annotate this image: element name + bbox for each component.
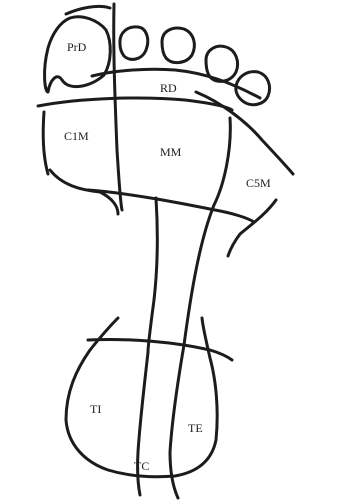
label-c1m: C1M bbox=[64, 129, 89, 143]
midfoot-line bbox=[88, 190, 254, 222]
label-tc: TC bbox=[134, 459, 149, 473]
toe-2-outline bbox=[120, 27, 148, 59]
toe-3-outline bbox=[162, 28, 194, 63]
label-te: TE bbox=[188, 421, 203, 435]
label-prd: PrD bbox=[67, 40, 87, 54]
calcaneus-divider-medial bbox=[138, 352, 148, 495]
inner-column-line bbox=[148, 198, 157, 352]
forefoot-transverse-line bbox=[38, 98, 232, 110]
medial-edge-line bbox=[43, 112, 48, 174]
label-c5m: C5M bbox=[246, 176, 271, 190]
label-ti: TI bbox=[90, 402, 101, 416]
lateral-column-line bbox=[184, 118, 230, 345]
lateral-arch-line bbox=[228, 200, 276, 256]
big-toe-outline bbox=[45, 17, 111, 92]
label-rd: RD bbox=[160, 81, 177, 95]
label-mm: MM bbox=[160, 145, 182, 159]
